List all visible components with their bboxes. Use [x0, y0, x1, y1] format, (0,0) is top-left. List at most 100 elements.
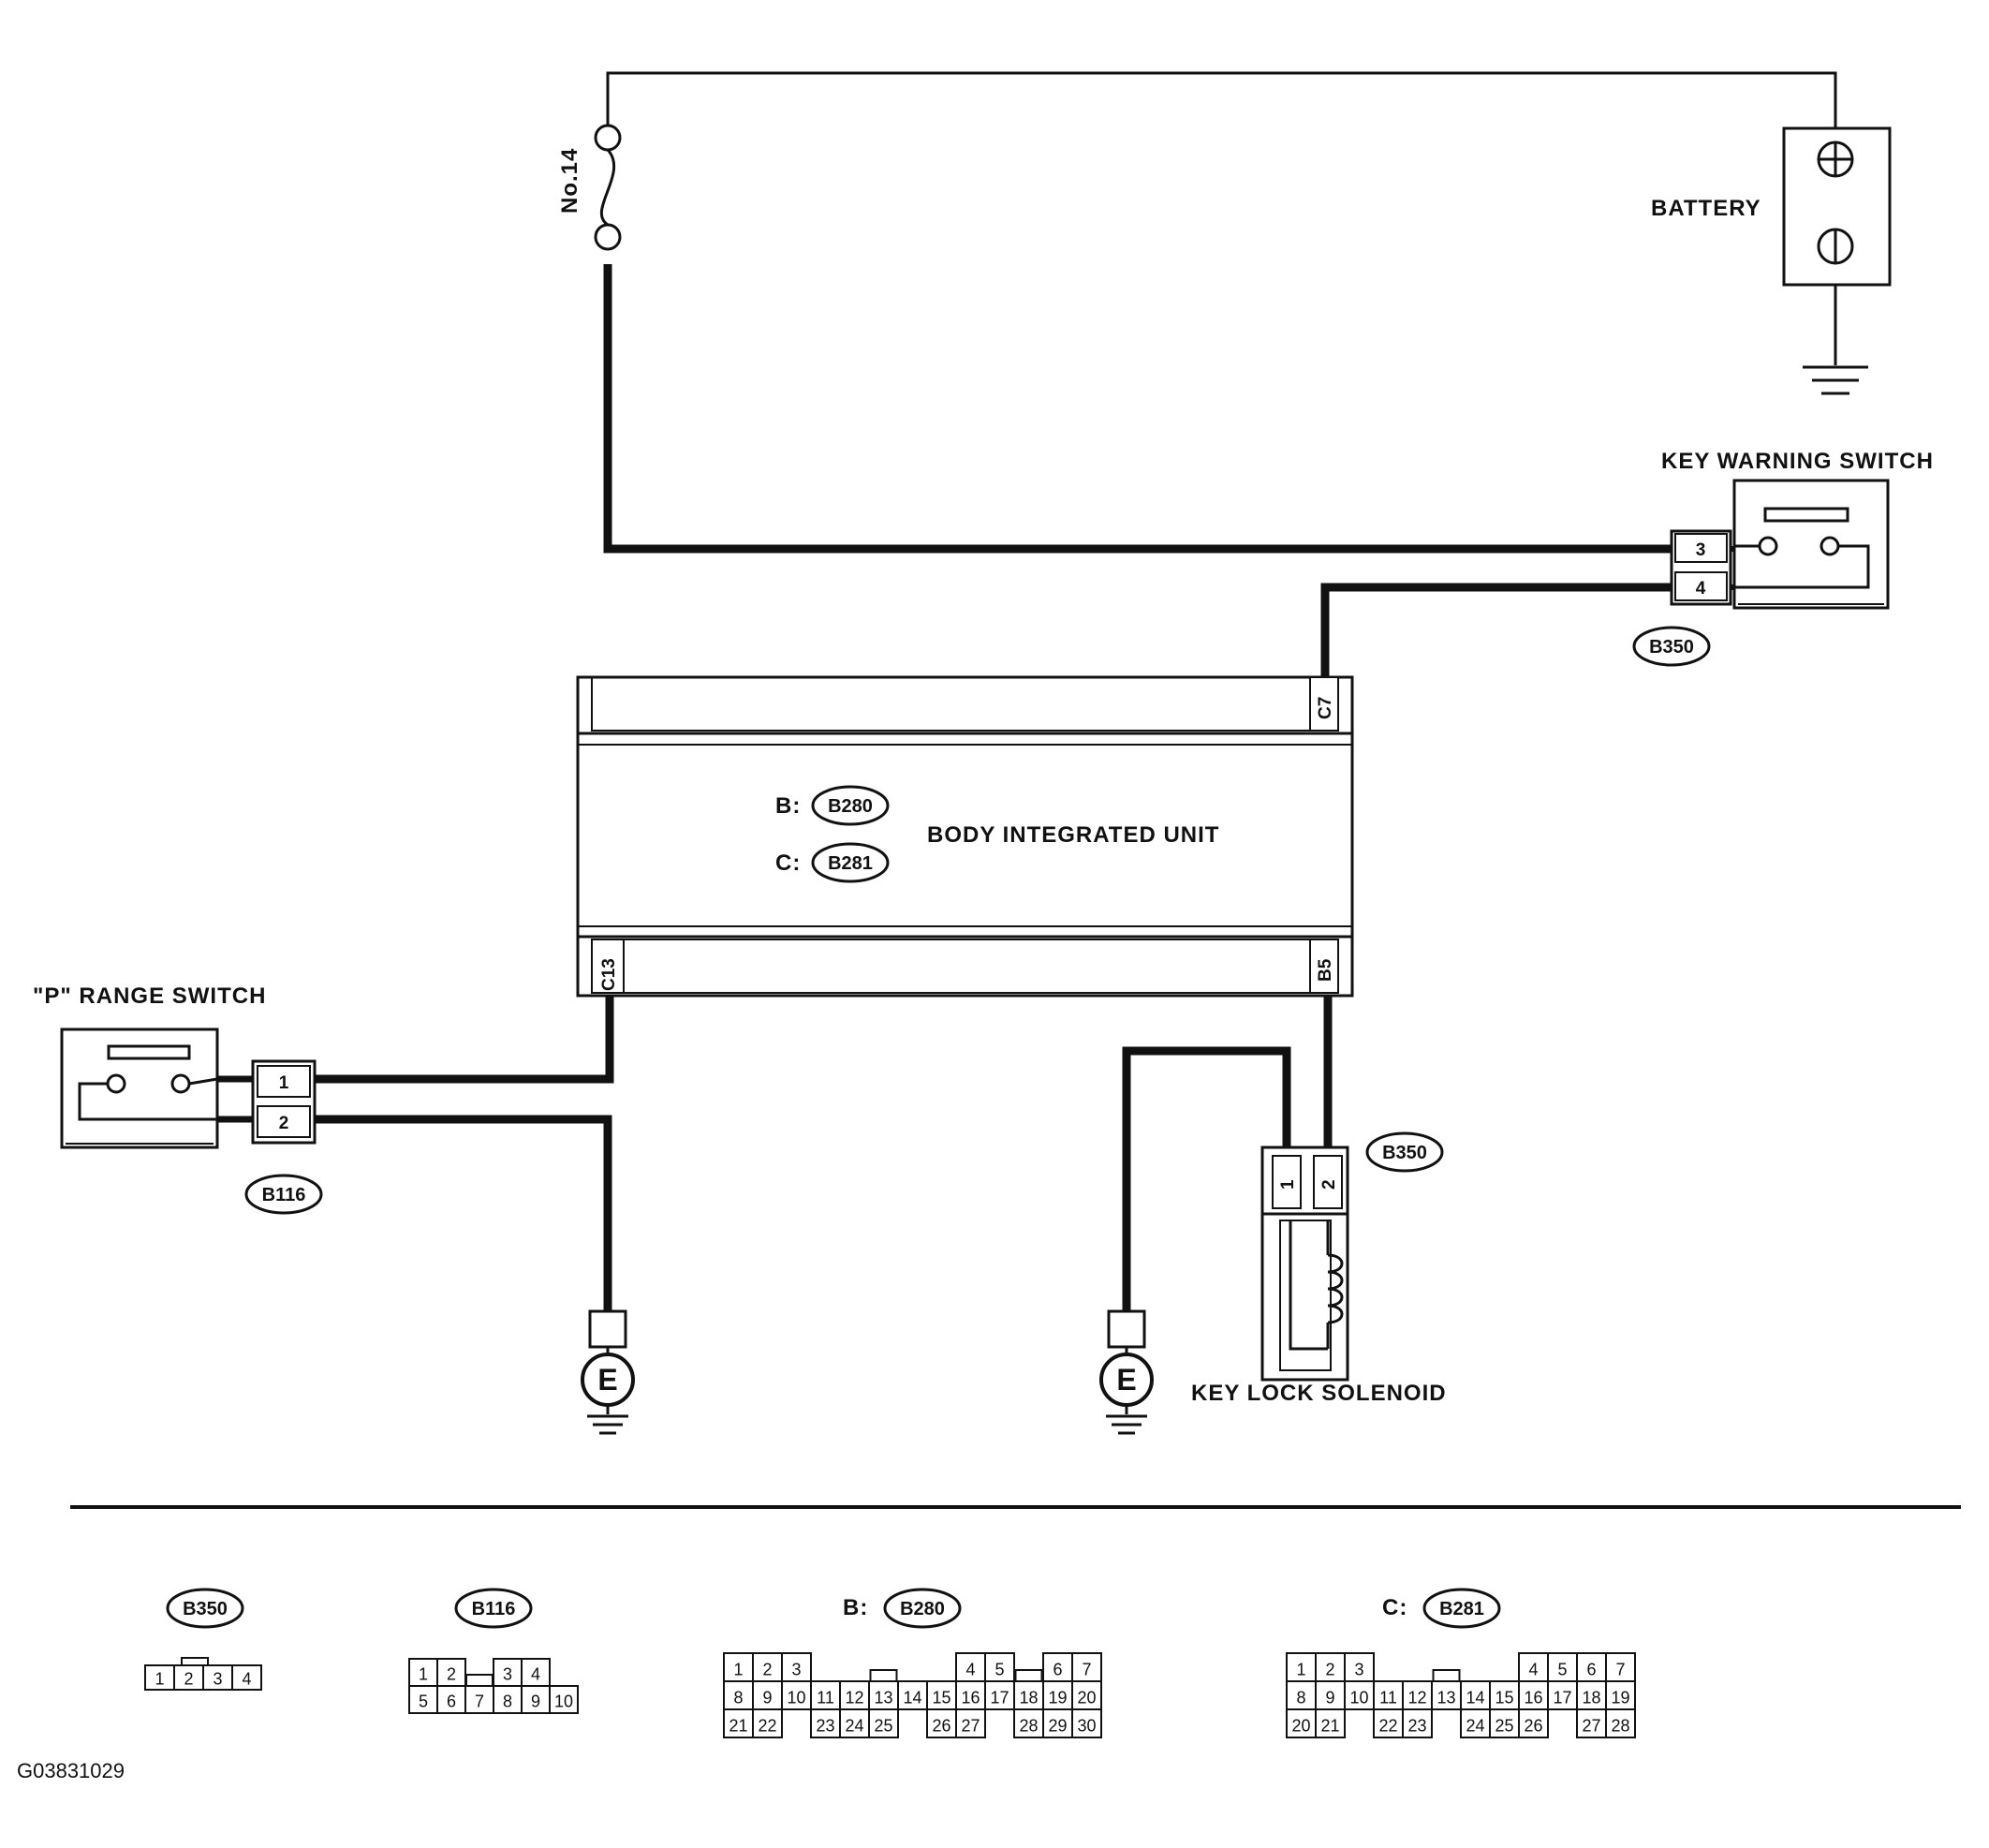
b281-cell-label: 19: [1611, 1688, 1629, 1707]
b281-cell-label: 24: [1466, 1716, 1484, 1735]
b116-cell: [521, 1658, 551, 1687]
solenoid-pin-2: 2: [1319, 1179, 1339, 1190]
b281-cell-label: 11: [1379, 1688, 1397, 1707]
b281-latch-mark: [1432, 1669, 1461, 1681]
b280-cell: [984, 1680, 1015, 1710]
b350-cell: [202, 1664, 233, 1691]
b280-cell: [1013, 1680, 1044, 1710]
b281-cell-label: 20: [1291, 1716, 1310, 1735]
b281-cell: [1286, 1708, 1317, 1738]
b116-cell-label: 4: [531, 1665, 540, 1684]
b280-cell-label: 12: [845, 1688, 863, 1707]
wire-battery-to-fuse: [606, 71, 1837, 159]
b280-cell: [926, 1708, 957, 1738]
b280-cell: [752, 1708, 783, 1738]
b280-cell-label: 8: [733, 1688, 743, 1707]
b116-cell-label: 7: [475, 1693, 484, 1711]
unit-connector-c-prefix: C:: [775, 850, 801, 876]
b281-cell: [1518, 1708, 1549, 1738]
b116-view-badge: [454, 1588, 533, 1629]
terminal-c13: C13: [599, 958, 619, 991]
b281-cell: [1344, 1680, 1375, 1710]
b116-cell-label: 9: [531, 1693, 540, 1711]
b281-cell: [1460, 1680, 1491, 1710]
p-range-pin-2: 2: [279, 1114, 289, 1133]
b281-cell-label: 12: [1407, 1688, 1426, 1707]
b280-cell-label: 23: [816, 1716, 834, 1735]
b280-cell: [868, 1708, 899, 1738]
b280-cell-label: 2: [762, 1660, 772, 1678]
p-range-switch-label: "P" RANGE SWITCH: [33, 983, 266, 1009]
b116-cell-label: 6: [447, 1693, 456, 1711]
ground-e-middle: [1099, 1309, 1154, 1435]
b350-cell: [144, 1664, 175, 1691]
b280-cell-label: 21: [729, 1716, 747, 1735]
b116-cell-label: 8: [503, 1693, 512, 1711]
terminal-b5: B5: [1316, 958, 1335, 982]
b280-cell-label: 9: [762, 1688, 772, 1707]
figure-code: G03831029: [17, 1759, 125, 1782]
b281-cell: [1373, 1680, 1404, 1710]
b281-cell-label: 6: [1586, 1660, 1596, 1678]
body-integrated-unit: [576, 675, 1354, 998]
b350-cell-label: 3: [213, 1669, 222, 1688]
b281-cell-label: 23: [1407, 1716, 1426, 1735]
b280-cell-label: 17: [990, 1688, 1009, 1707]
key-lock-solenoid: [1260, 1146, 1349, 1382]
battery-negative-terminal: [1817, 228, 1854, 265]
body-integrated-unit-label: BODY INTEGRATED UNIT: [927, 822, 1219, 848]
b116-cell-label: 3: [503, 1665, 512, 1684]
b281-cell-label: 21: [1320, 1716, 1339, 1735]
b350-cell: [231, 1664, 262, 1691]
battery-label: BATTERY: [1651, 196, 1761, 221]
b116-cell-label: 1: [419, 1665, 428, 1684]
solenoid-connector-badge: [1365, 1131, 1444, 1173]
b281-cell-label: 13: [1436, 1688, 1455, 1707]
b281-cell-label: 2: [1325, 1660, 1334, 1678]
b280-cell: [1042, 1708, 1073, 1738]
b280-cell: [897, 1680, 928, 1710]
b281-cell-label: 7: [1615, 1660, 1625, 1678]
b280-cell: [781, 1652, 812, 1682]
b280-cell-label: 24: [845, 1716, 863, 1735]
b281-cell-label: 16: [1524, 1688, 1542, 1707]
b116-cell-label: 2: [447, 1665, 456, 1684]
b281-cell-label: 10: [1349, 1688, 1368, 1707]
ground-e-left-label: E: [597, 1363, 617, 1397]
key-warning-switch-contacts: [1734, 536, 1870, 589]
b116-cell: [493, 1658, 523, 1687]
wire-c13-to-p-range-switch: [315, 993, 614, 1084]
b280-latch-mark: [869, 1669, 898, 1681]
b281-cell: [1460, 1708, 1491, 1738]
b280-cell-label: 18: [1019, 1688, 1038, 1707]
b281-cell-label: 26: [1524, 1716, 1542, 1735]
b280-latch-mark: [1014, 1669, 1043, 1681]
b280-cell-label: 6: [1053, 1660, 1062, 1678]
b280-cell-label: 13: [874, 1688, 892, 1707]
p-range-connector-badge: [244, 1174, 323, 1215]
b281-cell: [1431, 1680, 1462, 1710]
b116-cell-label: 10: [554, 1693, 573, 1711]
b280-cell-label: 1: [733, 1660, 743, 1678]
b281-cell: [1518, 1652, 1549, 1682]
b281-cell-label: 9: [1325, 1688, 1334, 1707]
b281-cell: [1402, 1680, 1433, 1710]
key-warning-switch-connector: 3 4: [1670, 529, 1732, 606]
b350-cell-label: 4: [242, 1669, 251, 1688]
b281-cell-label: 25: [1495, 1716, 1513, 1735]
b281-cell-label: 22: [1378, 1716, 1397, 1735]
unit-connector-b-badge: [811, 785, 890, 826]
unit-connector-b-prefix: B:: [775, 793, 801, 819]
key-warning-switch: [1732, 479, 1890, 610]
wire-p-range-switch-to-ground: [315, 1115, 612, 1311]
b281-cell: [1315, 1708, 1346, 1738]
b281-cell-label: 28: [1611, 1716, 1629, 1735]
key-warning-pin-4: 4: [1696, 579, 1706, 599]
unit-connector-c-id: B281: [828, 853, 873, 874]
battery-ground-icon: [1803, 365, 1868, 395]
solenoid-coil-icon: [1289, 1220, 1344, 1351]
key-warning-switch-label: KEY WARNING SWITCH: [1661, 449, 1934, 474]
b281-cell-label: 8: [1296, 1688, 1305, 1707]
